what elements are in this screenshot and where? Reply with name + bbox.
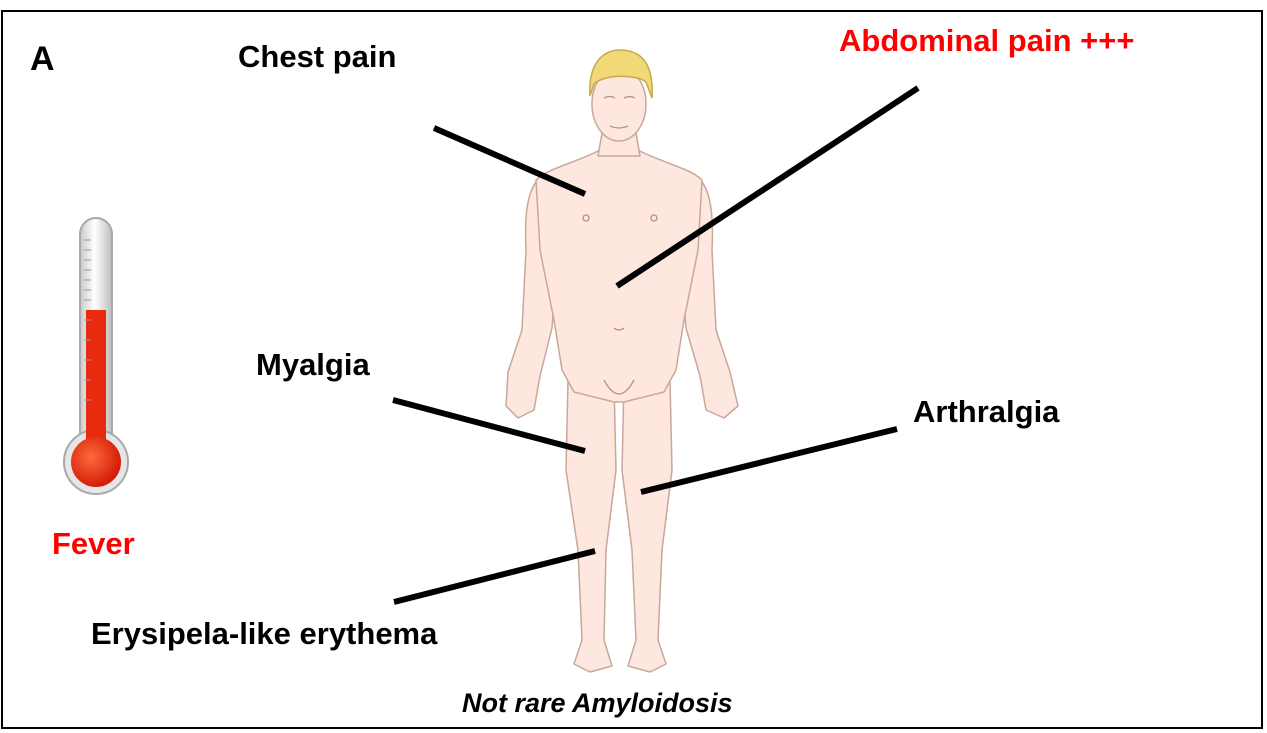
arthralgia-pointer xyxy=(641,429,897,492)
erythema-pointer xyxy=(394,551,595,602)
label-myalgia: Myalgia xyxy=(256,349,370,380)
label-chest-pain: Chest pain xyxy=(238,41,396,72)
figure-caption: Not rare Amyloidosis xyxy=(462,690,733,717)
thermometer-icon xyxy=(64,218,128,494)
label-arthralgia: Arthralgia xyxy=(913,396,1059,427)
chest-pain-pointer xyxy=(434,128,585,194)
myalgia-pointer xyxy=(393,400,585,451)
label-fever: Fever xyxy=(52,528,135,559)
label-abdominal-pain: Abdominal pain +++ xyxy=(839,25,1134,56)
human-body-illustration xyxy=(506,67,738,672)
label-erythema: Erysipela-like erythema xyxy=(91,618,437,649)
panel-label: A xyxy=(30,42,55,76)
